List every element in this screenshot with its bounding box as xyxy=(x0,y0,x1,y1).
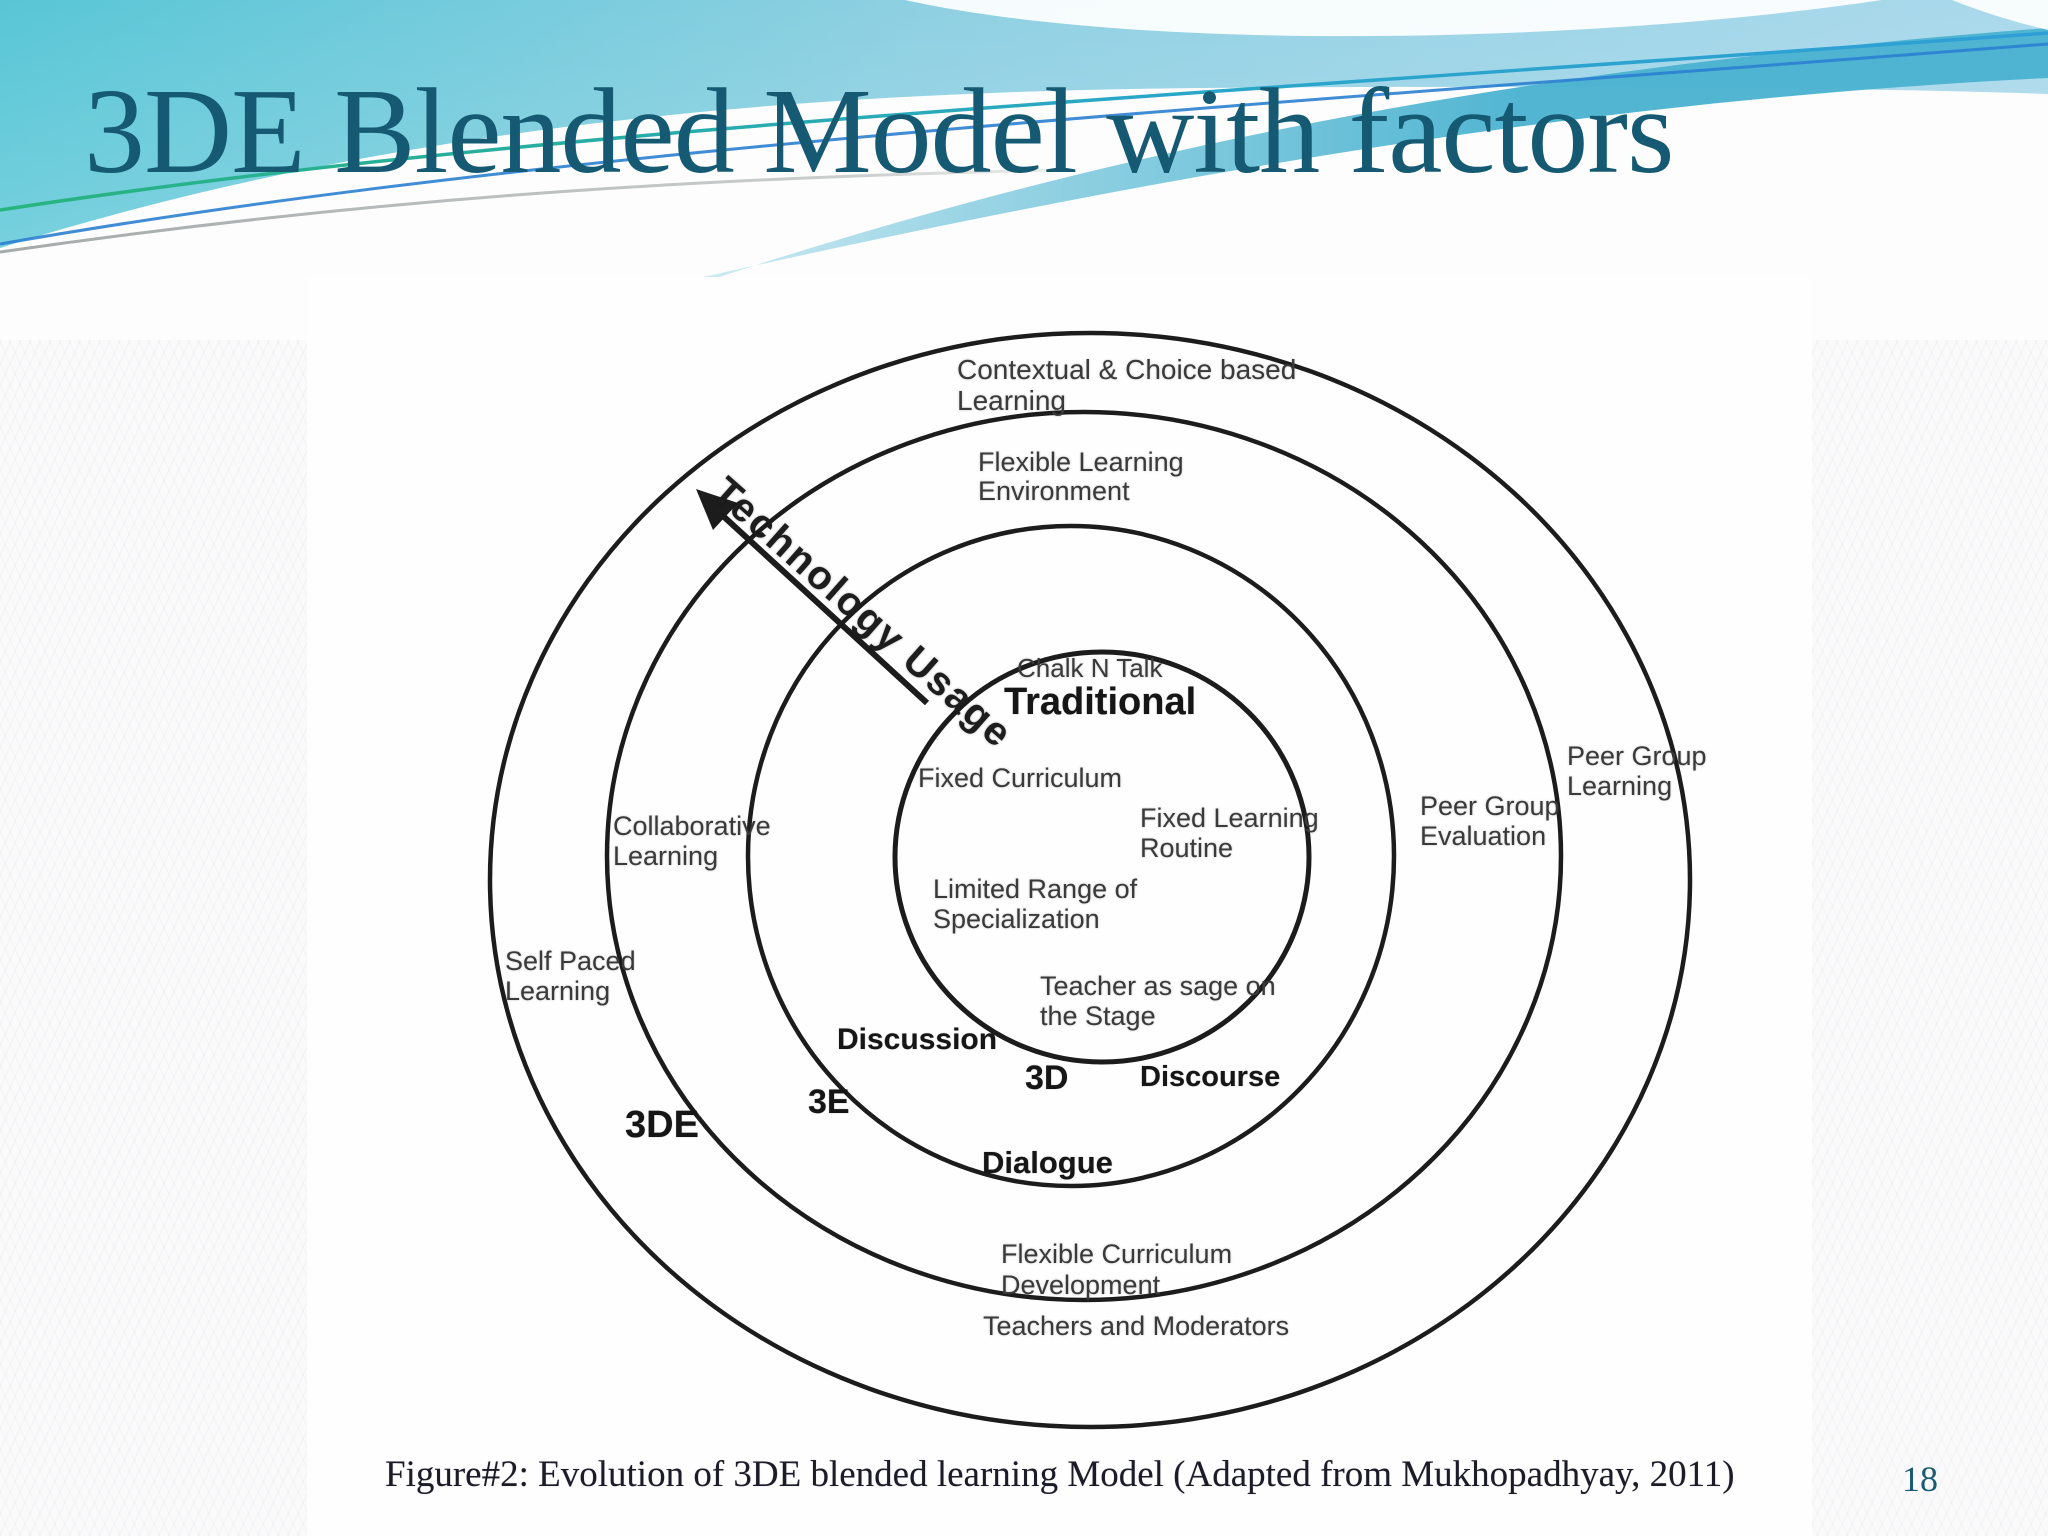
white-swoosh xyxy=(0,86,2048,340)
top-right-corner-white xyxy=(1952,0,2048,30)
factor-chalk-n-talk: Chalk N Talk xyxy=(1017,653,1163,683)
factor-collaborative-learning: Collaborative Learning xyxy=(613,811,771,871)
factor-line: Peer Group xyxy=(1567,741,1707,771)
factor-line: Development xyxy=(1001,1270,1161,1300)
factor-fixed-learning-routine: Fixed Learning Routine xyxy=(1140,803,1319,863)
traditional-label: Traditional xyxy=(1004,681,1197,723)
factor-teacher-as-sage: Teacher as sage on the Stage xyxy=(1040,971,1276,1031)
factor-line: the Stage xyxy=(1040,1001,1156,1031)
page-number: 18 xyxy=(1902,1459,1938,1499)
factor-line: Contextual & Choice based xyxy=(957,354,1297,385)
factor-fixed-curriculum: Fixed Curriculum xyxy=(918,763,1123,793)
ring-label-3e: 3E xyxy=(808,1083,850,1121)
factor-line: Learning xyxy=(613,841,719,871)
factor-line: Learning xyxy=(1567,771,1673,801)
technology-usage-arrow xyxy=(696,489,930,706)
traditional-circle xyxy=(892,649,1312,1065)
factor-line: Collaborative xyxy=(613,811,771,841)
factor-peer-group-learning: Peer Group Learning xyxy=(1567,741,1707,801)
top-white-strip xyxy=(905,0,1882,37)
dimension-discourse: Discourse xyxy=(1140,1061,1281,1093)
slide-title: 3DE Blended Model with factors xyxy=(84,64,1675,199)
factor-line: Flexible Curriculum xyxy=(1001,1239,1233,1269)
factor-limited-range-of-specialization: Limited Range of Specialization xyxy=(933,874,1137,934)
factor-teachers-and-moderators: Teachers and Moderators xyxy=(983,1311,1290,1341)
factor-peer-group-evaluation: Peer Group Evaluation xyxy=(1420,791,1560,851)
factor-line: Peer Group xyxy=(1420,791,1560,821)
dimension-dialogue: Dialogue xyxy=(982,1145,1113,1180)
factor-flexible-learning-environment: Flexible Learning Environment xyxy=(978,448,1184,506)
dimension-discussion: Discussion xyxy=(837,1023,998,1056)
figure-panel: Technology Usage Contextual & Choice bas… xyxy=(307,277,1812,1536)
ring-3e-ellipse xyxy=(604,409,1564,1303)
factor-line: Teacher as sage on xyxy=(1040,971,1276,1001)
factor-line: Specialization xyxy=(933,904,1100,934)
factor-flexible-curriculum-development: Flexible Curriculum Development xyxy=(1001,1239,1232,1301)
factor-line: Self Paced xyxy=(505,946,636,976)
factor-self-paced-learning: Self Paced Learning xyxy=(505,946,636,1006)
figure-caption: Figure#2: Evolution of 3DE blended learn… xyxy=(385,1454,1735,1495)
factor-line: Routine xyxy=(1140,833,1234,863)
ring-label-3de: 3DE xyxy=(625,1104,699,1146)
ring-3d-ellipse xyxy=(745,523,1397,1189)
accent-line-gray xyxy=(0,168,1061,254)
concentric-rings-diagram xyxy=(487,330,1693,1430)
factor-contextual-choice-based-learning: Contextual & Choice based Learning xyxy=(957,354,1296,416)
ring-label-3d: 3D xyxy=(1025,1059,1069,1097)
factor-line: Learning xyxy=(957,385,1066,416)
factor-line: Evaluation xyxy=(1420,821,1547,851)
accent-line-green xyxy=(0,31,2048,212)
ring-3de-ellipse xyxy=(487,330,1693,1430)
cyan-wave-band xyxy=(430,28,2048,340)
factor-line: Limited Range of xyxy=(933,874,1138,904)
accent-line-blue xyxy=(0,42,2048,246)
factor-line: Environment xyxy=(978,476,1130,506)
factor-line: Fixed Learning xyxy=(1140,803,1319,833)
header-wave-art xyxy=(0,0,2048,340)
factor-line: Flexible Learning xyxy=(978,447,1184,477)
factor-line: Learning xyxy=(505,976,611,1006)
